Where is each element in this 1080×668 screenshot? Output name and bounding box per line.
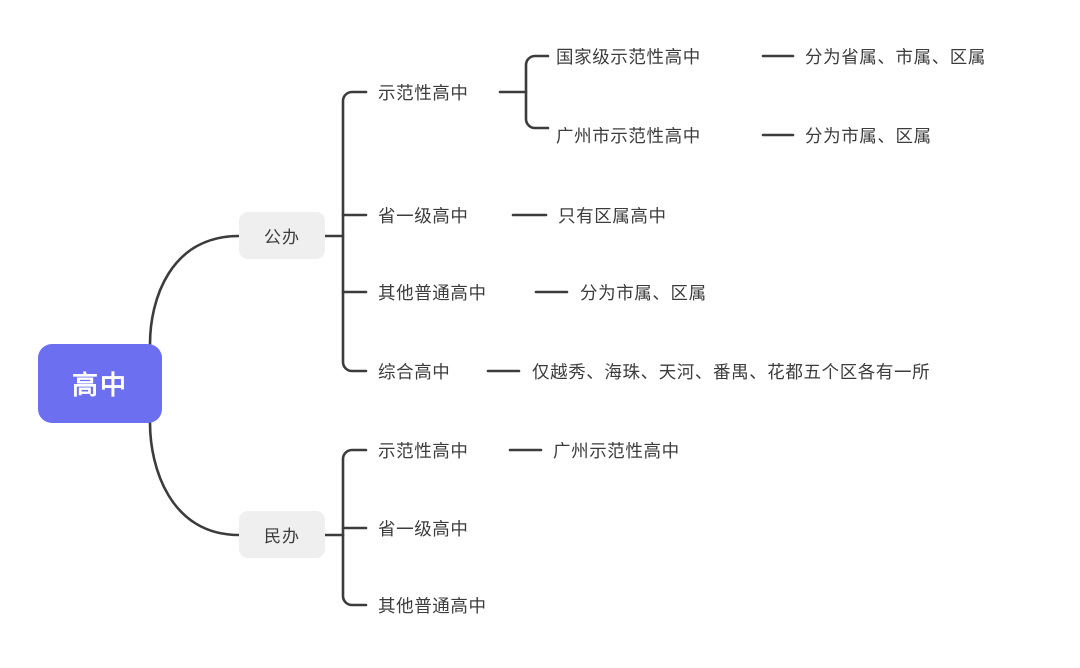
node-public-provincial-label: 省一级高中 — [378, 205, 469, 226]
node-public-other-label: 其他普通高中 — [378, 282, 487, 303]
branch-node-public-label: 公办 — [264, 228, 300, 247]
node-private-model-high-school[interactable]: 示范性高中 — [378, 437, 469, 463]
note-public-other-text: 分为市属、区属 — [580, 282, 707, 303]
node-public-model-high-school[interactable]: 示范性高中 — [378, 79, 469, 105]
note-private-model-text: 广州示范性高中 — [553, 440, 680, 461]
node-guangzhou-model-label: 广州市示范性高中 — [556, 125, 701, 146]
bracket-public — [341, 90, 368, 373]
node-public-comprehensive-high-school[interactable]: 综合高中 — [378, 358, 450, 384]
note-national-model: 分为省属、市属、区属 — [805, 43, 986, 69]
bracket-model — [524, 54, 550, 130]
node-private-other-label: 其他普通高中 — [378, 595, 487, 616]
note-public-provincial: 只有区属高中 — [558, 202, 667, 228]
node-private-provincial-high-school[interactable]: 省一级高中 — [378, 515, 469, 541]
branch-node-private-label: 民办 — [264, 527, 300, 546]
node-public-other-high-school[interactable]: 其他普通高中 — [378, 279, 487, 305]
note-public-comprehensive: 仅越秀、海珠、天河、番禺、花都五个区各有一所 — [532, 358, 930, 384]
node-public-model-label: 示范性高中 — [378, 82, 469, 103]
note-private-model: 广州示范性高中 — [553, 437, 680, 463]
note-public-other: 分为市属、区属 — [580, 279, 707, 305]
node-guangzhou-model-high-school[interactable]: 广州市示范性高中 — [556, 122, 701, 148]
node-public-comprehensive-label: 综合高中 — [378, 361, 451, 382]
note-national-model-text: 分为省属、市属、区属 — [805, 46, 986, 67]
note-public-provincial-text: 只有区属高中 — [558, 205, 667, 226]
node-national-model-high-school[interactable]: 国家级示范性高中 — [556, 43, 701, 69]
note-guangzhou-model: 分为市属、区属 — [805, 122, 932, 148]
root-node-label: 高中 — [71, 370, 128, 400]
edge-root-to-public — [148, 234, 241, 346]
edge-root-to-private — [148, 421, 241, 537]
note-guangzhou-model-text: 分为市属、区属 — [805, 125, 932, 146]
note-public-comprehensive-text: 仅越秀、海珠、天河、番禺、花都五个区各有一所 — [532, 361, 931, 382]
node-private-other-high-school[interactable]: 其他普通高中 — [378, 592, 487, 618]
node-private-provincial-label: 省一级高中 — [378, 518, 469, 539]
branch-node-private[interactable]: 民办 — [239, 511, 325, 558]
node-private-model-label: 示范性高中 — [378, 440, 469, 461]
bracket-private — [341, 448, 368, 607]
root-node-high-school[interactable]: 高中 — [38, 344, 162, 423]
node-public-provincial-high-school[interactable]: 省一级高中 — [378, 202, 469, 228]
branch-node-public[interactable]: 公办 — [239, 212, 325, 259]
node-national-model-label: 国家级示范性高中 — [556, 46, 701, 67]
